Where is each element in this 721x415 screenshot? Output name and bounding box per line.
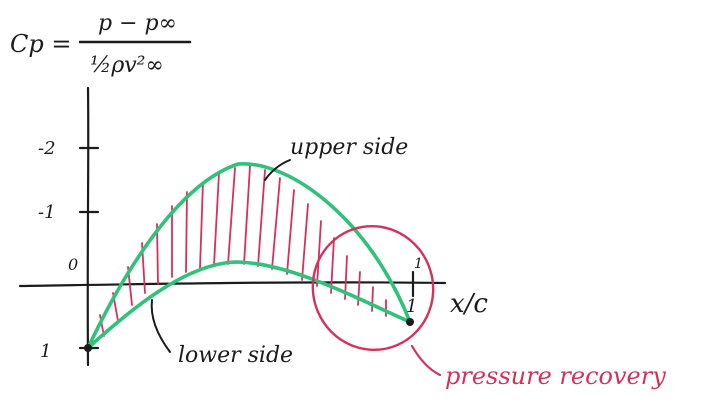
lower-side-curve (86, 260, 412, 350)
y-tick-label-neg2: -2 (38, 138, 56, 159)
formula-denominator: ½ρv²∞ (90, 53, 164, 78)
lower-side-pointer (150, 299, 171, 353)
lower-side-label: lower side (178, 343, 293, 368)
pressure-recovery-circle (311, 224, 435, 352)
y-tick-label-0: 0 (68, 255, 78, 274)
formula-lhs: Cp = (10, 30, 71, 58)
y-tick-labels: -2 -1 0 1 (38, 138, 78, 362)
pressure-difference-hatching (99, 165, 387, 337)
upper-side-curve (86, 162, 412, 350)
cp-curves (86, 162, 412, 350)
x-axis-label: x/c (450, 289, 488, 319)
upper-side-pointer (264, 159, 291, 181)
x-axis (18, 281, 447, 288)
x-tick-label-1: 1 (406, 296, 417, 317)
upper-side-label: upper side (290, 135, 408, 160)
pressure-recovery-pointer (410, 344, 442, 377)
leading-edge-point (84, 344, 92, 352)
y-tick-label-pos1: 1 (40, 341, 51, 362)
x-end-tick-label: 1 (414, 256, 423, 272)
pressure-recovery-label: pressure recovery (445, 362, 666, 390)
y-axis (86, 86, 90, 367)
trailing-edge-point (406, 318, 414, 326)
pressure-coefficient-formula: Cp = p − p∞ ½ρv²∞ (10, 11, 192, 78)
y-tick-label-neg1: -1 (38, 202, 56, 223)
formula-numerator: p − p∞ (98, 11, 177, 36)
